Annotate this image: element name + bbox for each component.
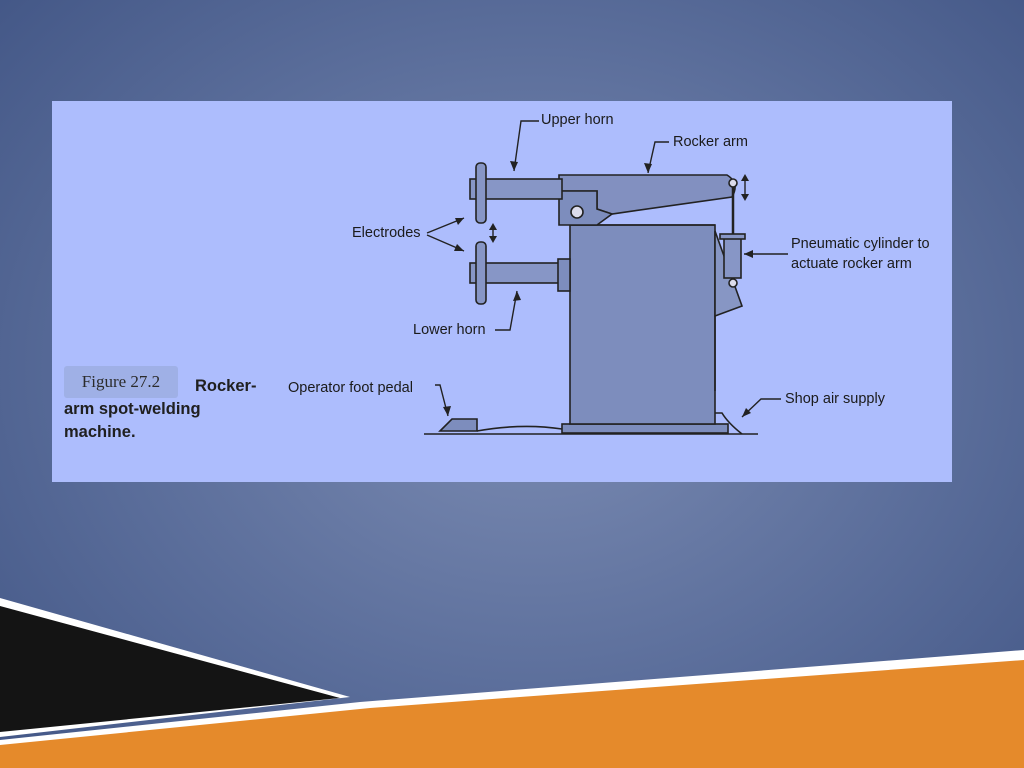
lower-horn-leader <box>495 290 518 331</box>
figure-number-tag: Figure 27.2 <box>64 366 178 398</box>
label-rocker-arm: Rocker arm <box>673 134 748 150</box>
rocker-arm-leader <box>647 141 669 174</box>
upper-horn <box>469 178 563 200</box>
foot-pedal <box>438 418 478 432</box>
figure-caption: Rocker-arm spot-welding machine. <box>64 375 264 444</box>
spot-welding-machine-diagram <box>424 120 788 435</box>
label-shop-air-supply: Shop air supply <box>785 391 885 407</box>
footer-orange-band <box>0 660 1024 768</box>
figure-caption-text: Rocker-arm spot-welding machine. <box>64 377 257 441</box>
footer-black-wedge <box>0 606 340 732</box>
upper-electrode-holder <box>475 162 487 224</box>
label-electrodes: Electrodes <box>352 225 421 241</box>
lower-electrode-holder <box>475 241 487 305</box>
figure-panel: Upper horn Rocker arm Electrodes Pneumat… <box>52 101 952 482</box>
label-lower-horn: Lower horn <box>413 322 486 338</box>
label-pneumatic-line1: Pneumatic cylinder to <box>791 236 930 252</box>
label-pneumatic-line2: actuate rocker arm <box>791 256 912 272</box>
label-foot-pedal: Operator foot pedal <box>288 380 413 396</box>
label-upper-horn: Upper horn <box>541 112 614 128</box>
upper-horn-leader <box>513 120 539 172</box>
rocker-pivot <box>570 205 584 219</box>
foot-pedal-leader <box>435 384 449 417</box>
air-supply-hose <box>715 412 743 435</box>
machine-body <box>569 224 716 425</box>
